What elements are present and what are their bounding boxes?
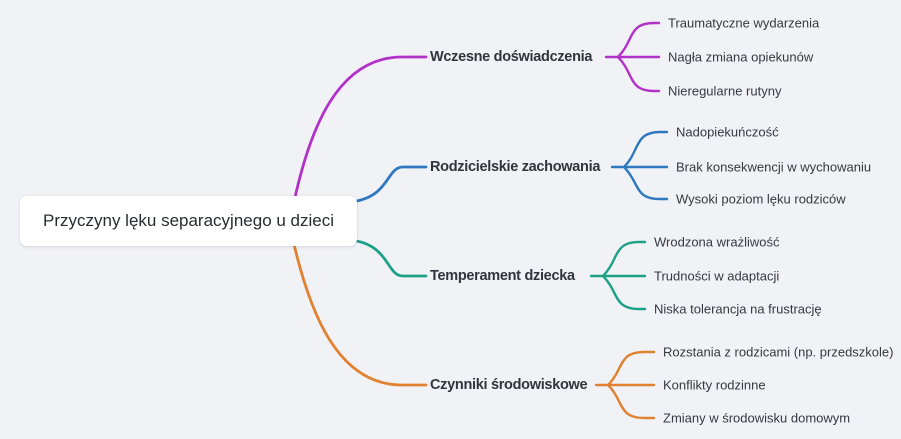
- connector-curve: [348, 165, 428, 204]
- branch-node-temperament-dziecka[interactable]: Temperament dziecka: [430, 268, 575, 284]
- connector-curve: [606, 383, 656, 420]
- child-node-nieregularne-rutyny[interactable]: Nieregularne rutyny: [668, 83, 782, 99]
- child-node-nadopiekunczosc[interactable]: Nadopiekuńczość: [676, 124, 779, 140]
- child-node-niska-tolerancja[interactable]: Niska tolerancja na frustrację: [654, 301, 822, 317]
- child-node-traumatyczne-wydarzenia[interactable]: Traumatyczne wydarzenia: [668, 15, 820, 31]
- connector-curve: [616, 21, 661, 59]
- branch-node-rodzicielskie-zachowania[interactable]: Rodzicielskie zachowania: [430, 159, 601, 175]
- connector-curve: [606, 350, 656, 387]
- connector-curve: [622, 130, 669, 169]
- child-node-konflikty-rodzinne[interactable]: Konflikty rodzinne: [663, 377, 766, 393]
- root-node[interactable]: Przyczyny lęku separacyjnego u dzieci: [20, 196, 357, 246]
- child-node-wysoki-poziom-leku[interactable]: Wysoki poziom lęku rodziców: [676, 191, 846, 207]
- connector-curve: [622, 165, 669, 201]
- connector-curve: [292, 55, 428, 204]
- child-node-brak-konsekwencji[interactable]: Brak konsekwencji w wychowaniu: [676, 159, 872, 175]
- child-node-wrodzona-wrazliwosc[interactable]: Wrodzona wrażliwość: [654, 234, 780, 250]
- connector-curve: [601, 274, 647, 311]
- child-node-rozstania-z-rodzicami[interactable]: Rozstania z rodzicami (np. przedszkole): [663, 344, 894, 360]
- child-node-zmiany-w-srodowisku[interactable]: Zmiany w środowisku domowym: [663, 410, 851, 426]
- connector-curve: [616, 55, 661, 93]
- branch-node-wczesne-doswiadczenia[interactable]: Wczesne doświadczenia: [430, 49, 593, 65]
- child-node-trudnosci-w-adaptacji[interactable]: Trudności w adaptacji: [654, 268, 780, 284]
- connector-curve: [348, 238, 428, 278]
- connector-curve: [291, 238, 428, 387]
- child-node-nagla-zmiana-opiekunow[interactable]: Nagła zmiana opiekunów: [668, 49, 814, 65]
- connector-curve: [601, 240, 647, 278]
- root-node-label: Przyczyny lęku separacyjnego u dzieci: [42, 211, 335, 230]
- branch-node-czynniki-srodowiskowe[interactable]: Czynniki środowiskowe: [430, 377, 588, 393]
